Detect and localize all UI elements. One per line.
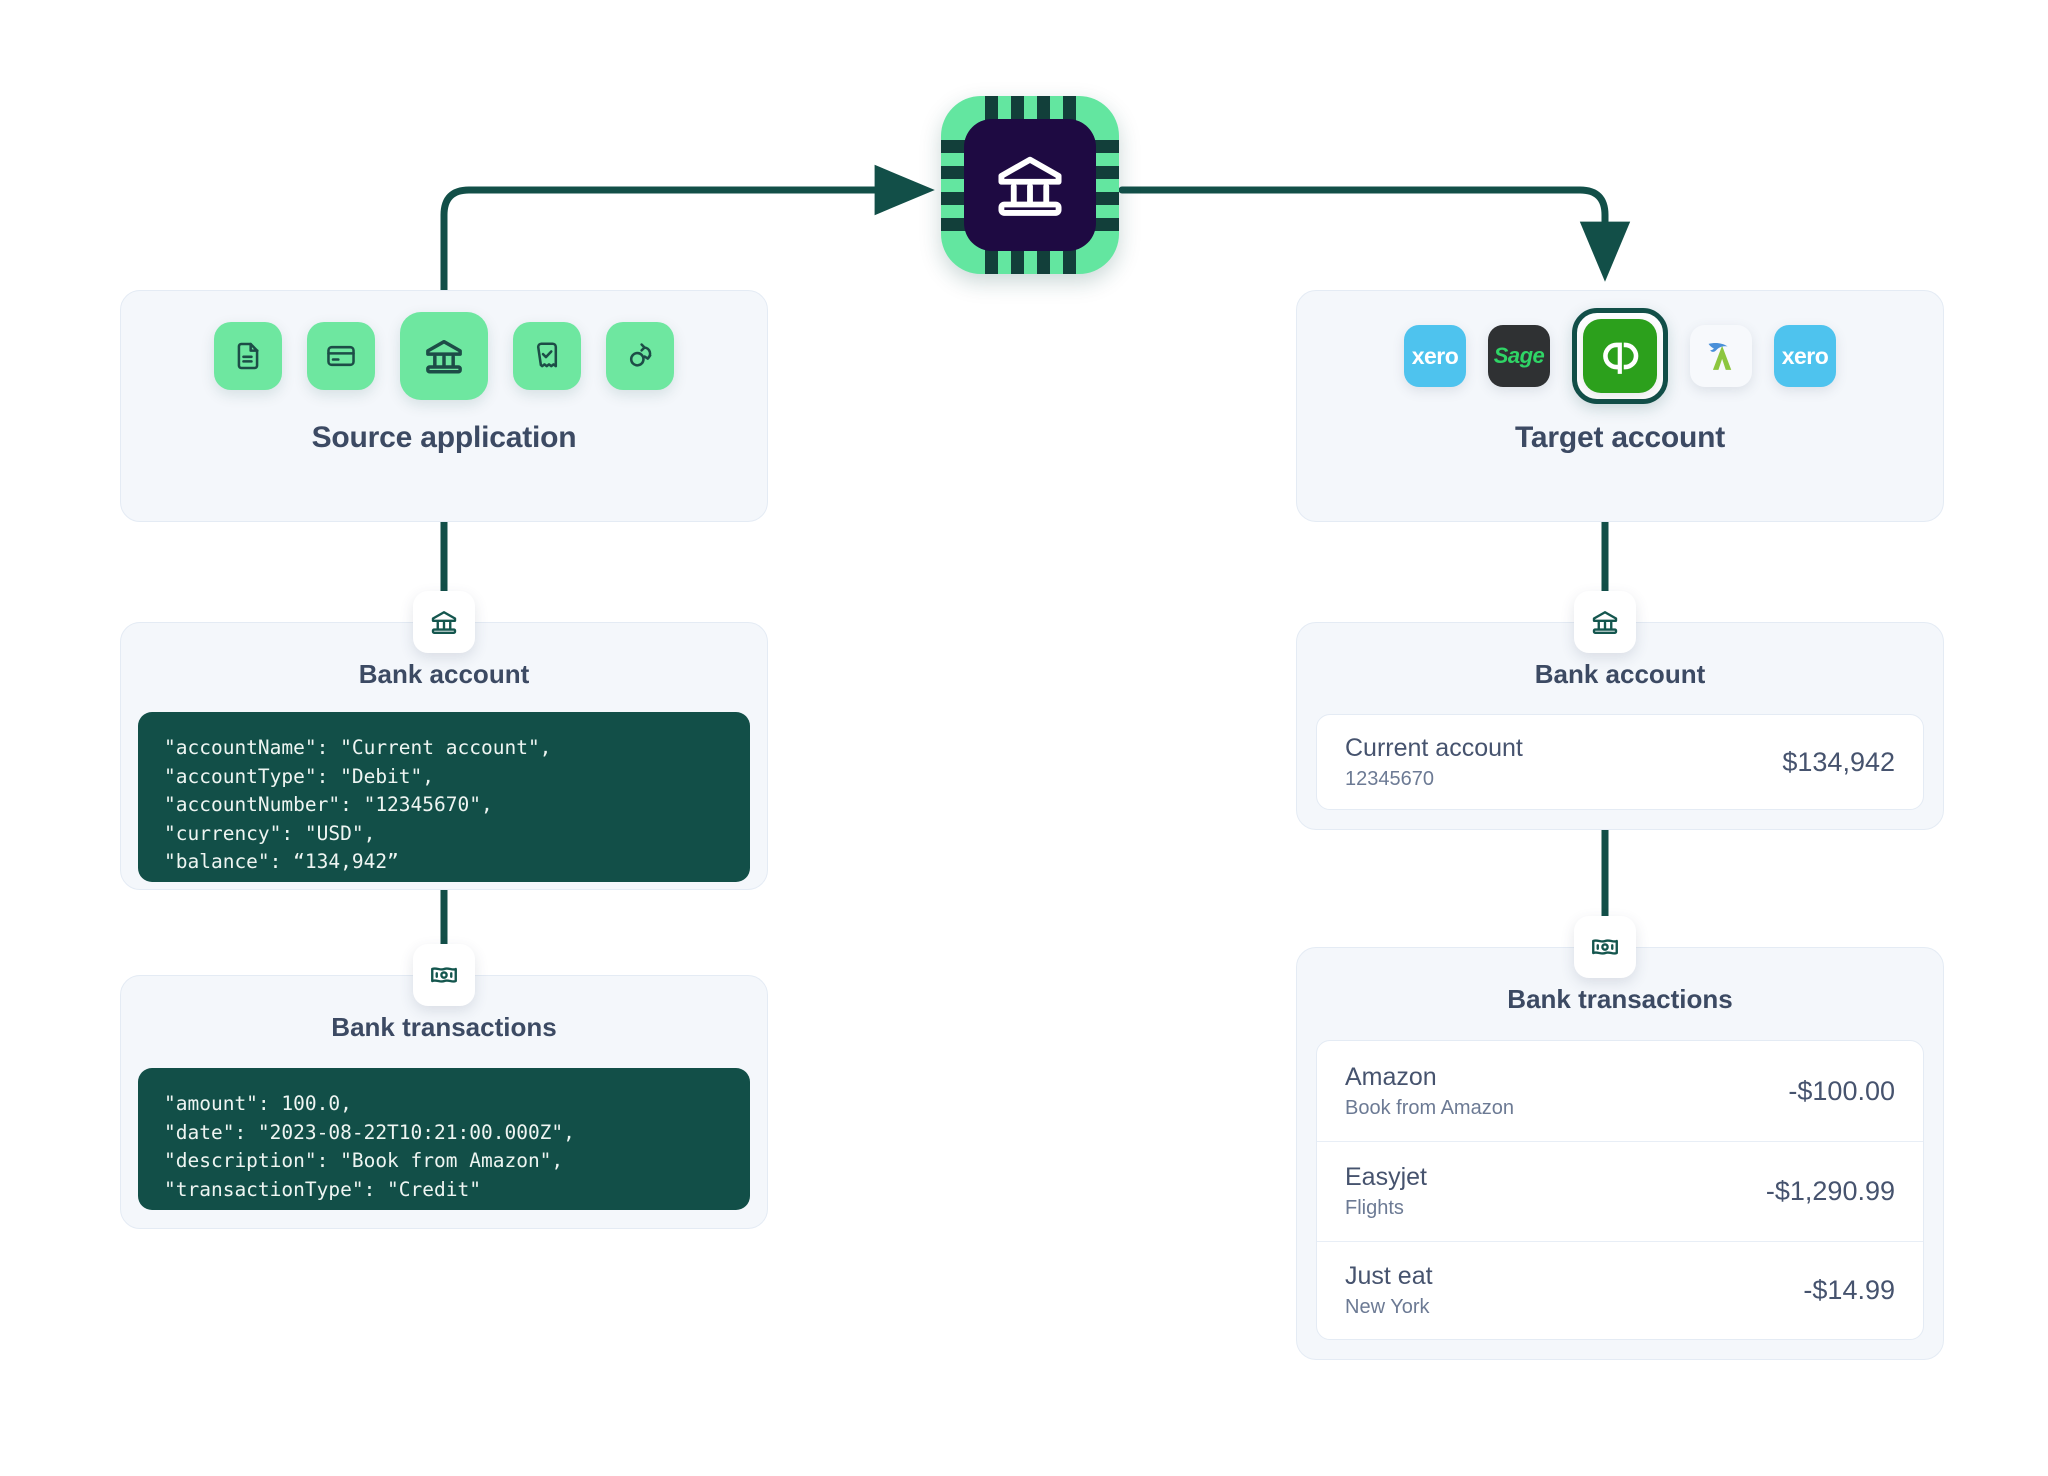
bank-icon bbox=[431, 611, 457, 634]
target-account-title: Target account bbox=[1514, 421, 1725, 454]
transaction-info: Amazon Book from Amazon bbox=[1345, 1063, 1514, 1120]
banknote-icon bbox=[431, 967, 457, 983]
logo-label: xero bbox=[1411, 342, 1459, 369]
source-bank-transactions-badge bbox=[413, 944, 475, 1006]
account-number: 12345670 bbox=[1345, 767, 1434, 790]
transaction-detail: Book from Amazon bbox=[1345, 1096, 1514, 1119]
transaction-name: Amazon bbox=[1345, 1062, 1437, 1091]
banknote-icon bbox=[1592, 939, 1618, 955]
document-icon bbox=[237, 342, 259, 370]
bank-icon bbox=[426, 339, 462, 374]
target-bank-account-title: Bank account bbox=[1534, 659, 1706, 689]
logo-xero-2[interactable]: xero bbox=[1774, 325, 1836, 387]
logo-label: Sage bbox=[1493, 343, 1545, 368]
logo-sage[interactable]: Sage bbox=[1488, 325, 1550, 387]
credit-card-icon bbox=[327, 345, 355, 367]
chip-core bbox=[964, 119, 1096, 251]
logo-quickbooks bbox=[1583, 319, 1657, 393]
sync-icon bbox=[629, 343, 652, 367]
account-name: Current account bbox=[1345, 733, 1523, 762]
bank-icon bbox=[998, 156, 1062, 216]
target-bank-account-card[interactable]: Current account 12345670 $134,942 bbox=[1316, 714, 1924, 810]
table-row[interactable]: Easyjet Flights -$1,290.99 bbox=[1317, 1141, 1923, 1241]
table-row[interactable]: Amazon Book from Amazon -$100.00 bbox=[1317, 1041, 1923, 1141]
transaction-amount: -$1,290.99 bbox=[1765, 1176, 1895, 1206]
target-account-panel: xero Sage xero bbox=[1296, 290, 1944, 522]
table-row[interactable]: Just eat New York -$14.99 bbox=[1317, 1241, 1923, 1339]
transaction-info: Just eat New York bbox=[1345, 1262, 1433, 1319]
central-chip bbox=[941, 96, 1119, 274]
logo-xero-1[interactable]: xero bbox=[1404, 325, 1466, 387]
target-bank-transactions-title: Bank transactions bbox=[1507, 984, 1733, 1014]
tile-bank[interactable] bbox=[400, 312, 488, 400]
transaction-info: Easyjet Flights bbox=[1345, 1163, 1427, 1220]
receipt-check-icon bbox=[536, 342, 558, 368]
transaction-amount: -$100.00 bbox=[1788, 1075, 1895, 1106]
source-application-title: Source application bbox=[311, 421, 577, 454]
target-logo-row: xero Sage xero bbox=[1297, 291, 1943, 421]
source-tile-row bbox=[121, 291, 767, 421]
tile-sync[interactable] bbox=[606, 322, 674, 390]
transaction-detail: New York bbox=[1345, 1296, 1430, 1318]
transaction-name: Just eat bbox=[1345, 1262, 1433, 1290]
account-info: Current account 12345670 bbox=[1345, 734, 1523, 791]
source-application-panel: Source application bbox=[120, 290, 768, 522]
source-bank-transactions-code: "amount": 100.0, "date": "2023-08-22T10:… bbox=[138, 1068, 750, 1210]
tile-credit-card[interactable] bbox=[307, 322, 375, 390]
qb-glyph bbox=[1603, 342, 1639, 374]
tile-receipt-check[interactable] bbox=[513, 322, 581, 390]
target-bank-transactions-badge bbox=[1574, 916, 1636, 978]
logo-approvalmax[interactable] bbox=[1690, 325, 1752, 387]
source-bank-account-code: "accountName": "Current account", "accou… bbox=[138, 712, 750, 882]
transaction-detail: Flights bbox=[1345, 1197, 1404, 1219]
bank-icon bbox=[1592, 611, 1618, 634]
source-bank-transactions-title: Bank transactions bbox=[331, 1012, 557, 1042]
source-bank-account-badge bbox=[413, 591, 475, 653]
transaction-amount: -$14.99 bbox=[1803, 1275, 1895, 1305]
source-bank-account-title: Bank account bbox=[358, 659, 530, 689]
account-row[interactable]: Current account 12345670 $134,942 bbox=[1317, 715, 1923, 809]
chip-pins bbox=[941, 96, 1119, 274]
logo-quickbooks-selected[interactable] bbox=[1572, 308, 1668, 404]
target-bank-account-badge bbox=[1574, 591, 1636, 653]
account-balance: $134,942 bbox=[1782, 746, 1895, 777]
tile-document[interactable] bbox=[214, 322, 282, 390]
target-transactions-card[interactable]: Amazon Book from Amazon -$100.00 Easyjet… bbox=[1316, 1040, 1924, 1340]
logo-label: xero bbox=[1781, 342, 1829, 369]
approvalmax-glyph bbox=[1708, 343, 1732, 370]
transaction-name: Easyjet bbox=[1345, 1163, 1427, 1191]
